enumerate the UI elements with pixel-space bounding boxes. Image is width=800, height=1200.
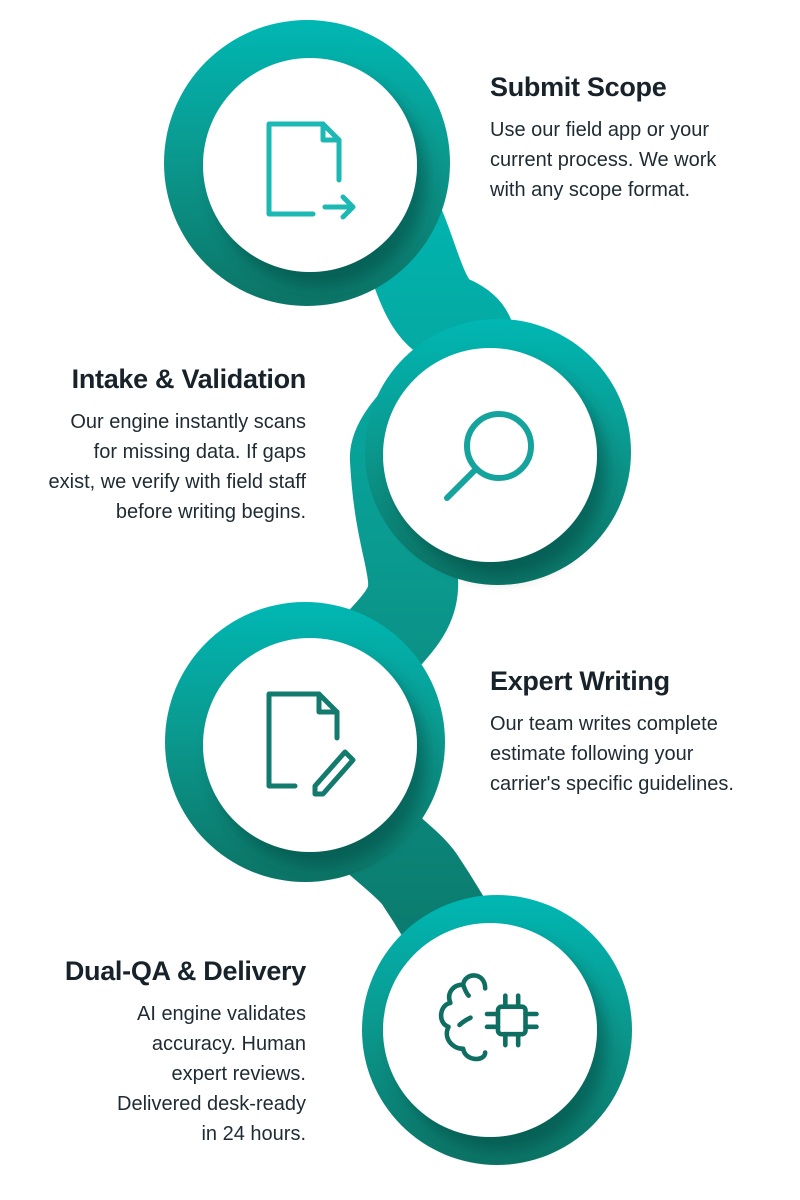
brain-chip-icon (438, 973, 539, 1062)
search-icon (444, 411, 534, 501)
file-arrow-icon (266, 121, 356, 220)
step-dual-qa-delivery: Dual-QA & Delivery AI engine validates a… (46, 956, 306, 1149)
step-title: Submit Scope (490, 72, 667, 102)
step-title: Dual-QA & Delivery (64, 956, 306, 986)
file-edit-icon (266, 691, 356, 797)
step-description: Our engine instantly scans for missing d… (48, 411, 307, 523)
white-circles (203, 58, 597, 1137)
step-description: AI engine validates accuracy. Human expe… (117, 1003, 306, 1145)
step-expert-writing: Expert Writing Our team writes complete … (490, 666, 740, 799)
step-title: Intake & Validation (71, 364, 307, 394)
step-description: Our team writes complete estimate follow… (490, 713, 734, 795)
step-description: Use our field app or your current proces… (490, 119, 717, 201)
step-intake-validation: Intake & Validation Our engine instantly… (46, 364, 307, 527)
step-title: Expert Writing (490, 666, 670, 696)
step-submit-scope: Submit Scope Use our field app or your c… (490, 72, 750, 205)
